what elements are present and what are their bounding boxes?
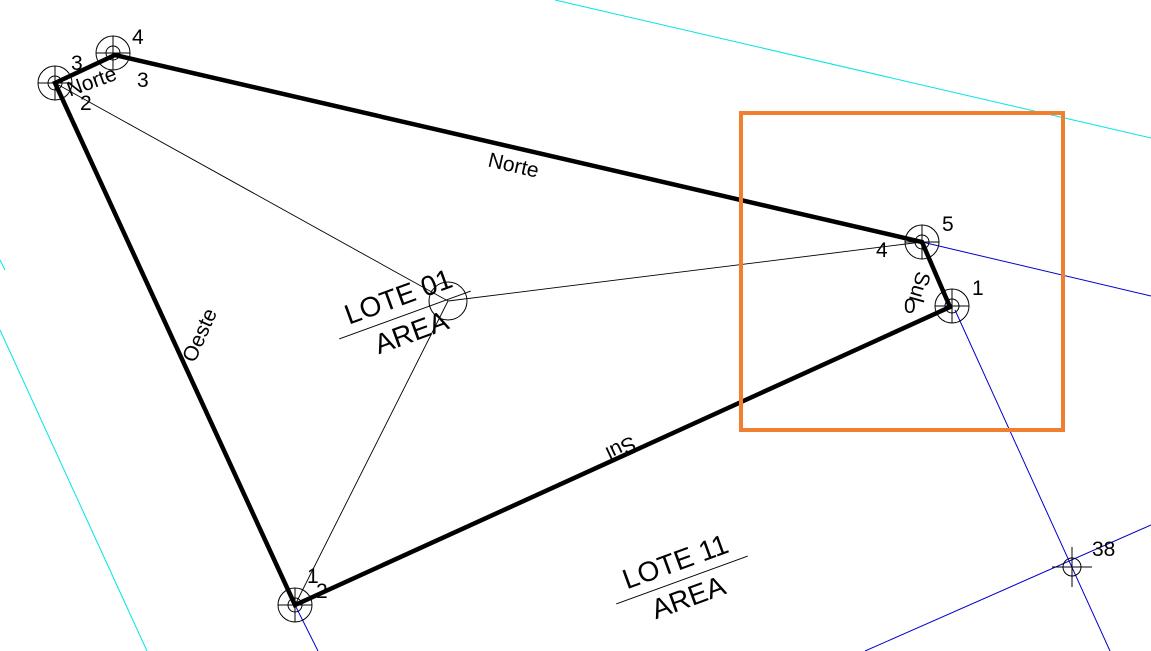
highlight-box bbox=[739, 111, 1065, 432]
vertex-label-right-top-a: 5 bbox=[942, 213, 954, 236]
lot-11-label: LOTE 11 AREA bbox=[616, 528, 748, 625]
vertex-label-right-bottom-b: 0 bbox=[904, 295, 916, 318]
lot-11-divider bbox=[616, 555, 748, 605]
vertex-label-top-b: 3 bbox=[137, 69, 149, 92]
cyan-line-left-outer bbox=[0, 329, 148, 651]
vertex-label-right-top-b: 4 bbox=[876, 239, 888, 262]
cyan-line-left-inner bbox=[0, 259, 6, 271]
vertex-label-right-bottom-a: 1 bbox=[972, 277, 984, 300]
edge-label-sul-bottom: Sul bbox=[602, 431, 639, 465]
target-crosshair-icon[interactable] bbox=[934, 288, 970, 324]
blue-line-bottom-left bbox=[294, 604, 319, 651]
target-crosshair-icon[interactable] bbox=[904, 224, 940, 260]
target-crosshair-icon[interactable] bbox=[277, 587, 313, 623]
target-crosshair-icon[interactable] bbox=[428, 281, 468, 321]
edge-label-oeste: Oeste bbox=[178, 305, 222, 366]
blue-line-south-east bbox=[954, 309, 1111, 651]
lot-01-label: LOTE 01 AREA bbox=[339, 263, 471, 360]
lot-01-divider bbox=[339, 290, 471, 340]
vertex-label-top-left-b: 2 bbox=[80, 92, 92, 115]
vertex-label-bottom-b: 2 bbox=[316, 580, 328, 603]
vertex-label-bottom-a: 1 bbox=[307, 565, 319, 588]
blue-lot-lines bbox=[294, 241, 1151, 651]
tri-line-topleft-center bbox=[54, 82, 449, 302]
tri-line-center-bottom bbox=[294, 300, 449, 606]
blue-line-east bbox=[921, 241, 1151, 297]
triangulation-lines bbox=[54, 82, 923, 606]
crosshair-icon[interactable] bbox=[1052, 547, 1092, 587]
vertex-label-far-right: 38 bbox=[1092, 538, 1115, 561]
blue-line-lower bbox=[864, 524, 1151, 651]
survey-markers bbox=[37, 35, 1092, 623]
target-crosshair-icon[interactable] bbox=[37, 65, 73, 101]
tri-line-center-right bbox=[447, 241, 923, 302]
vertex-label-top-left-a: 3 bbox=[71, 52, 83, 75]
target-crosshair-icon[interactable] bbox=[95, 35, 131, 71]
lot-01-boundary[interactable] bbox=[52, 52, 953, 608]
vertex-label-top-a: 4 bbox=[132, 26, 144, 49]
